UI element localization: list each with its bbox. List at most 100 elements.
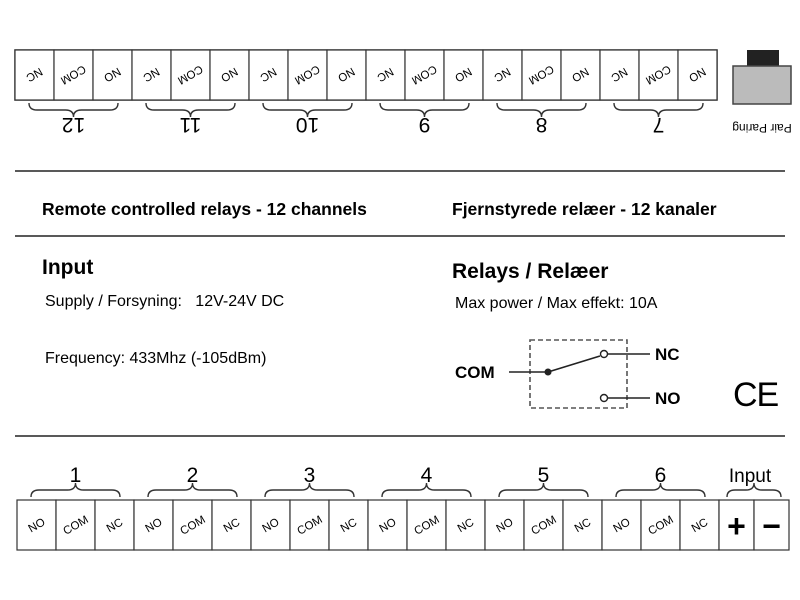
channel-brace <box>498 482 589 498</box>
bottom-terminal-3-no[interactable]: NO <box>250 499 291 551</box>
input-terminal-plus[interactable]: + <box>718 499 755 551</box>
input-heading: Input <box>42 256 93 279</box>
top-terminal-9-no[interactable]: NO <box>443 49 484 101</box>
top-terminal-7-com[interactable]: COM <box>638 49 679 101</box>
top-terminal-10-no[interactable]: NO <box>326 49 367 101</box>
pair-button-body[interactable] <box>732 65 792 105</box>
pair-button[interactable]: Pair Paring <box>732 50 792 135</box>
channel-number-6: 6 <box>655 464 667 487</box>
terminal-slot[interactable] <box>521 49 562 101</box>
channel-number-10: 10 <box>296 113 319 136</box>
bottom-terminal-4-no[interactable]: NO <box>367 499 408 551</box>
terminal-slot[interactable] <box>55 499 96 551</box>
top-terminal-9-com[interactable]: COM <box>404 49 445 101</box>
bottom-terminal-3-nc[interactable]: NC <box>328 499 369 551</box>
bottom-terminal-6-nc[interactable]: NC <box>679 499 720 551</box>
terminal-slot[interactable] <box>14 49 55 101</box>
channel-number-4: 4 <box>421 464 433 487</box>
terminal-slot[interactable] <box>718 499 755 551</box>
channel-brace <box>615 482 706 498</box>
terminal-slot[interactable] <box>367 499 408 551</box>
bottom-terminal-5-no[interactable]: NO <box>484 499 525 551</box>
terminal-slot[interactable] <box>94 499 135 551</box>
top-terminal-8-nc[interactable]: NC <box>482 49 523 101</box>
terminal-slot[interactable] <box>523 499 564 551</box>
channel-brace <box>613 102 704 118</box>
top-terminal-8-no[interactable]: NO <box>560 49 601 101</box>
relay-box <box>529 339 628 409</box>
terminal-slot[interactable] <box>638 49 679 101</box>
pair-button-cap[interactable] <box>747 50 779 68</box>
top-terminal-8-com[interactable]: COM <box>521 49 562 101</box>
relays-heading: Relays / Relæer <box>452 260 608 283</box>
bottom-terminal-4-nc[interactable]: NC <box>445 499 486 551</box>
channel-brace <box>262 102 353 118</box>
terminal-slot[interactable] <box>482 49 523 101</box>
channel-brace <box>147 482 238 498</box>
top-terminal-12-nc[interactable]: NC <box>14 49 55 101</box>
relay-switch-arm <box>547 355 601 373</box>
terminal-slot[interactable] <box>601 499 642 551</box>
bottom-terminal-5-nc[interactable]: NC <box>562 499 603 551</box>
terminal-slot[interactable] <box>170 49 211 101</box>
top-terminal-10-com[interactable]: COM <box>287 49 328 101</box>
terminal-slot[interactable] <box>133 499 174 551</box>
input-terminal-label: Input <box>729 466 772 487</box>
channel-brace <box>264 482 355 498</box>
channel-brace <box>28 102 119 118</box>
terminal-slot[interactable] <box>484 499 525 551</box>
bottom-terminal-1-com[interactable]: COM <box>55 499 96 551</box>
bottom-terminal-6-no[interactable]: NO <box>601 499 642 551</box>
top-terminal-7-no[interactable]: NO <box>677 49 718 101</box>
bottom-terminal-5-com[interactable]: COM <box>523 499 564 551</box>
terminal-slot[interactable] <box>172 499 213 551</box>
schematic-nc-label: NC <box>655 345 680 364</box>
terminal-slot[interactable] <box>328 499 369 551</box>
channel-number-12: 12 <box>62 113 85 136</box>
input-terminal-minus[interactable]: − <box>753 499 790 551</box>
channel-number-3: 3 <box>304 464 316 487</box>
top-terminal-12-com[interactable]: COM <box>53 49 94 101</box>
terminal-slot[interactable] <box>248 49 289 101</box>
terminal-slot[interactable] <box>131 49 172 101</box>
bottom-terminal-2-no[interactable]: NO <box>133 499 174 551</box>
top-terminal-11-nc[interactable]: NC <box>131 49 172 101</box>
channel-number-2: 2 <box>187 464 199 487</box>
top-terminal-12-no[interactable]: NO <box>92 49 133 101</box>
terminal-slot[interactable] <box>443 49 484 101</box>
terminal-slot[interactable] <box>562 499 603 551</box>
terminal-slot[interactable] <box>445 499 486 551</box>
top-terminal-7-nc[interactable]: NC <box>599 49 640 101</box>
terminal-slot[interactable] <box>287 49 328 101</box>
nc-contact <box>599 349 609 359</box>
bottom-terminal-1-no[interactable]: NO <box>16 499 57 551</box>
schematic-no-label: NO <box>655 389 681 408</box>
terminal-slot[interactable] <box>679 499 720 551</box>
input-terminals[interactable]: +− <box>718 499 790 551</box>
max-power-spec: Max power / Max effekt: 10A <box>455 295 658 312</box>
terminal-slot[interactable] <box>326 49 367 101</box>
bottom-terminal-2-com[interactable]: COM <box>172 499 213 551</box>
channel-brace <box>30 482 121 498</box>
top-terminal-11-no[interactable]: NO <box>209 49 250 101</box>
input-brace-path <box>726 482 782 498</box>
bottom-terminal-4-com[interactable]: COM <box>406 499 447 551</box>
top-terminal-11-com[interactable]: COM <box>170 49 211 101</box>
terminal-slot[interactable] <box>92 49 133 101</box>
top-terminal-10-nc[interactable]: NC <box>248 49 289 101</box>
supply-spec: Supply / Forsyning: 12V-24V DC <box>45 293 284 310</box>
terminal-slot[interactable] <box>404 49 445 101</box>
bottom-terminal-6-com[interactable]: COM <box>640 499 681 551</box>
terminal-slot[interactable] <box>16 499 57 551</box>
top-terminal-9-nc[interactable]: NC <box>365 49 406 101</box>
bottom-terminal-2-nc[interactable]: NC <box>211 499 252 551</box>
terminal-slot[interactable] <box>753 499 790 551</box>
terminal-slot[interactable] <box>599 49 640 101</box>
terminal-slot[interactable] <box>677 49 718 101</box>
terminal-slot[interactable] <box>406 499 447 551</box>
bottom-terminal-1-nc[interactable]: NC <box>94 499 135 551</box>
terminal-slot[interactable] <box>365 49 406 101</box>
bottom-terminal-3-com[interactable]: COM <box>289 499 330 551</box>
